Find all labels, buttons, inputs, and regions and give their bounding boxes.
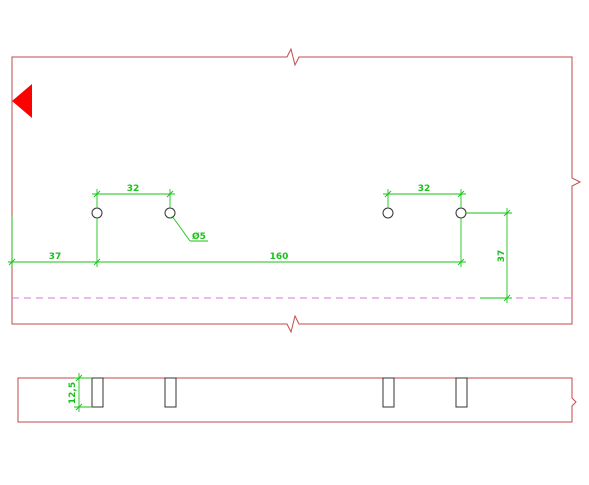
dimension-hole-diameter: Ø5: [171, 215, 208, 242]
dimension-left-spacing: 32: [92, 184, 175, 208]
top-view-outline: [11, 47, 582, 334]
label-edge-offset: 37: [49, 252, 62, 262]
dimension-right-spacing: 32: [383, 184, 466, 208]
hole-1: [91, 207, 103, 219]
side-view: 12,5: [17, 373, 577, 423]
top-view: 32 32 Ø5 37 160: [8, 47, 582, 334]
slot-4: [455, 377, 468, 408]
hole-2: [164, 207, 176, 219]
slot-3: [382, 377, 395, 408]
label-hole-span: 160: [270, 252, 289, 262]
slot-2: [164, 377, 177, 408]
side-view-outline: [17, 377, 577, 423]
dimension-depth: 12,5: [68, 373, 92, 412]
slot-1: [91, 377, 104, 408]
label-top-left-spacing: 32: [127, 184, 140, 194]
dimension-baseline: 37 160: [8, 216, 466, 267]
dimension-vertical-offset: 37: [466, 208, 512, 303]
label-vertical-offset: 37: [497, 250, 507, 263]
label-hole-diameter: Ø5: [192, 231, 206, 242]
red-triangle-icon: [12, 84, 32, 118]
hole-3: [382, 207, 394, 219]
label-top-right-spacing: 32: [418, 184, 431, 194]
hole-4: [455, 207, 467, 219]
label-depth: 12,5: [68, 382, 78, 404]
